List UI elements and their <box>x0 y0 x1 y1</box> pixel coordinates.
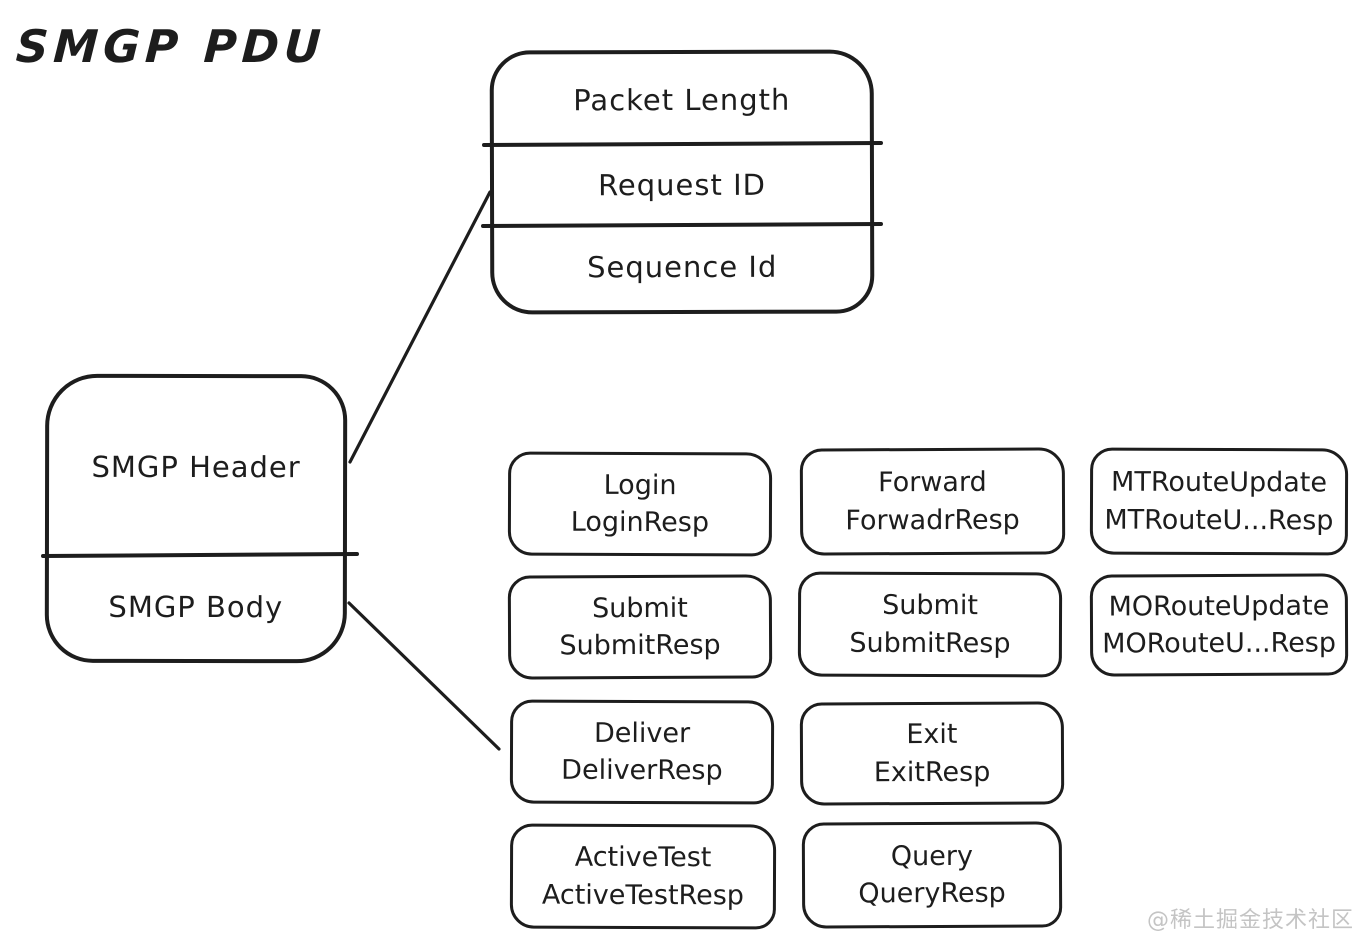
smgp-header-section: SMGP Header <box>91 449 301 484</box>
pdu-response-label: ExitResp <box>873 756 991 788</box>
pdu-box-exit: Exit ExitResp <box>799 701 1065 806</box>
connector-header-to-fields <box>348 190 492 464</box>
smgp-body-section: SMGP Body <box>108 590 284 625</box>
pdu-request-label: Exit <box>906 719 958 751</box>
pdu-response-label: ActiveTestResp <box>541 879 745 911</box>
pdu-response-label: LoginResp <box>570 506 710 539</box>
pdu-response-label: MTRouteU...Resp <box>1104 504 1334 536</box>
pdu-box-query: Query QueryResp <box>801 821 1063 929</box>
pdu-box-submit-1: Submit SubmitResp <box>507 574 773 680</box>
pdu-request-label: Login <box>603 469 677 501</box>
pdu-box-activetest: ActiveTest ActiveTestResp <box>509 823 777 930</box>
pdu-response-label: MORouteU...Resp <box>1102 627 1337 660</box>
pdu-request-label: MORouteUpdate <box>1108 590 1330 623</box>
pdu-box-forward: Forward ForwadrResp <box>799 447 1066 556</box>
pdu-response-label: SubmitResp <box>849 627 1011 659</box>
header-fields-box: Packet Length Request ID Sequence Id <box>489 49 875 315</box>
pdu-box-login: Login LoginResp <box>507 451 773 557</box>
pdu-request-label: Query <box>890 840 974 872</box>
watermark-text: @稀土掘金技术社区 <box>1146 908 1354 933</box>
pdu-box-submit-2: Submit SubmitResp <box>797 571 1063 678</box>
pdu-response-label: SubmitResp <box>559 629 721 662</box>
sequence-id-row: Sequence Id <box>587 249 778 285</box>
connector-body-to-types <box>347 601 501 751</box>
pdu-request-label: MTRouteUpdate <box>1111 466 1328 499</box>
pdu-box-mtrouteupdate: MTRouteUpdate MTRouteU...Resp <box>1089 447 1349 556</box>
pdu-box-morouteupdate: MORouteUpdate MORouteU...Resp <box>1089 573 1349 677</box>
pdu-box-deliver: Deliver DeliverResp <box>509 699 775 805</box>
pdu-request-label: Submit <box>882 590 979 622</box>
pdu-response-label: ForwadrResp <box>845 504 1020 536</box>
request-id-row: Request ID <box>598 167 767 203</box>
smgp-pdu-box: SMGP Header SMGP Body <box>44 373 348 664</box>
diagram-title: SMGP PDU <box>14 20 328 73</box>
packet-length-row: Packet Length <box>573 82 791 118</box>
pdu-request-label: ActiveTest <box>574 842 712 874</box>
pdu-request-label: Forward <box>878 467 987 499</box>
pdu-request-label: Submit <box>591 592 688 624</box>
pdu-response-label: QueryResp <box>858 877 1006 910</box>
pdu-request-label: Deliver <box>593 717 691 749</box>
pdu-response-label: DeliverResp <box>561 754 723 787</box>
